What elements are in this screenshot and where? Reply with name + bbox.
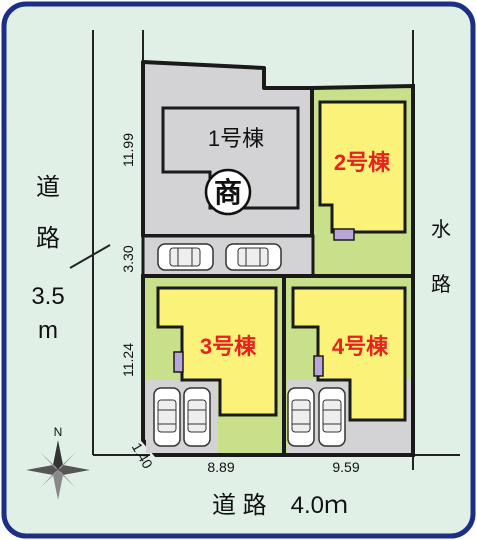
car-driveway-1	[157, 243, 214, 271]
road-width-tick	[69, 244, 111, 269]
lot-2-label: 2号棟	[334, 150, 391, 175]
west-road-width: 3.5	[31, 283, 64, 310]
west-road-label-1: 道	[36, 174, 60, 201]
car-lot4-2	[318, 387, 346, 447]
west-road-label-2: 路	[36, 225, 60, 252]
waterway-label-1: 水	[431, 218, 451, 241]
compass-north-label: N	[54, 425, 63, 439]
porch-4	[313, 355, 324, 377]
lot-4-label: 4号棟	[332, 334, 389, 359]
compass-icon	[26, 440, 90, 500]
car-lot3-2	[183, 387, 211, 447]
lot-1-label: 1号棟	[208, 126, 264, 151]
dimension-north-lot: 11.99	[120, 133, 136, 167]
south-road-label: 道 路 4.0ｍ	[212, 492, 348, 519]
west-road-unit: m	[38, 317, 58, 344]
house-2-footprint	[318, 100, 407, 234]
dimension-lot4-frontage: 9.59	[332, 459, 359, 475]
dimension-south-lots: 11.24	[120, 343, 136, 377]
car-driveway-2	[225, 243, 282, 271]
shop-badge-text: 商	[214, 177, 242, 208]
dimension-driveway: 3.30	[120, 245, 136, 272]
car-lot3-1	[153, 387, 181, 447]
dimension-lot3-frontage: 8.89	[207, 459, 234, 475]
car-lot4-1	[287, 387, 315, 447]
porch-2	[333, 228, 355, 241]
waterway-label-2: 路	[431, 273, 451, 296]
shop-badge-icon	[204, 168, 252, 216]
house-4-footprint	[291, 286, 407, 422]
house-3-footprint	[156, 286, 278, 417]
house-1-footprint	[161, 106, 300, 210]
porch-3	[173, 351, 184, 373]
lot-3-label: 3号棟	[200, 334, 257, 359]
